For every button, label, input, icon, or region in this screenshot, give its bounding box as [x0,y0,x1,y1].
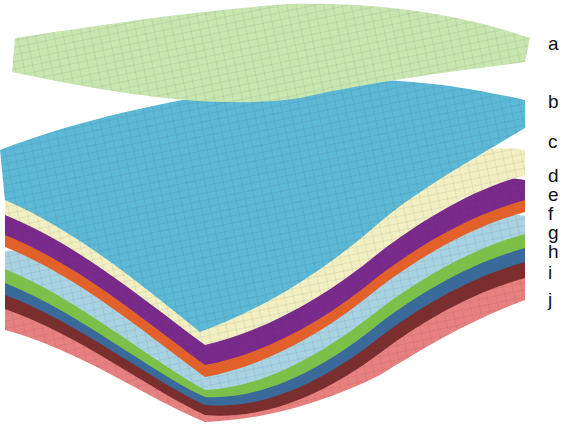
layer-label: j [548,290,552,309]
layer-label: d [548,166,559,185]
layer-mesh [12,4,530,102]
layer-label: e [548,185,559,204]
layer-surface [12,4,530,102]
layer-label: i [548,263,552,282]
layer-label: g [548,223,559,242]
layer-label: f [548,204,553,223]
layer-mesh [0,80,525,332]
layer-label: a [548,34,559,53]
layer-label: c [548,132,558,151]
layer-label: b [548,92,559,111]
layer-label: h [548,242,559,261]
layer-surface [0,80,525,332]
